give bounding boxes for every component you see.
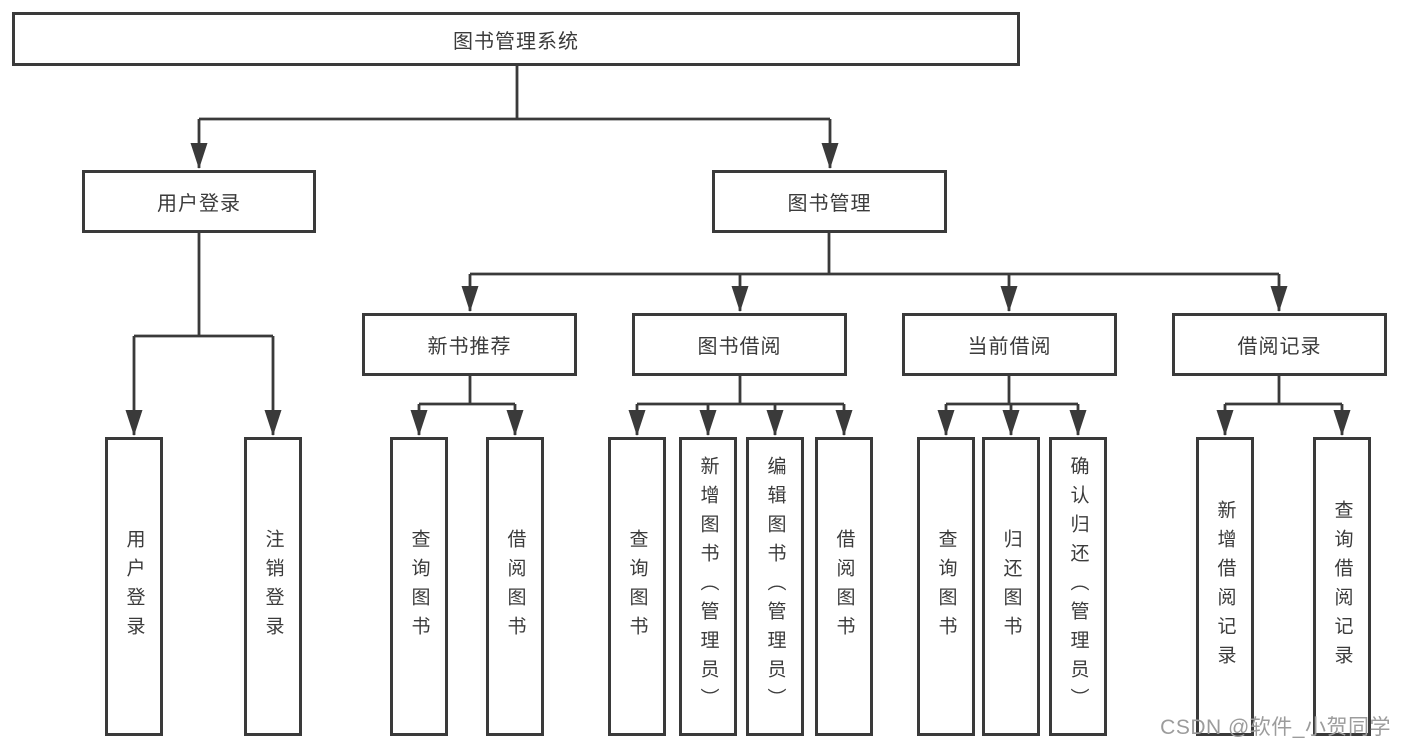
leaf-add-borrow-record: 新增借阅记录 [1196, 437, 1254, 736]
node-current-borrow: 当前借阅 [902, 313, 1117, 376]
node-label: 当前借阅 [967, 336, 1052, 358]
leaf-borrow-books: 借阅图书 [815, 437, 873, 736]
node-label: 图书管理 [787, 193, 872, 215]
node-label: 编辑图书（管理员） [764, 456, 786, 717]
node-label: 借阅记录 [1237, 336, 1322, 358]
leaf-query-borrow-record: 查询借阅记录 [1313, 437, 1371, 736]
node-label: 新书推荐 [427, 336, 512, 358]
connector-root-to-level2 [190, 66, 839, 169]
leaf-confirm-return-admin: 确认归还（管理员） [1049, 437, 1107, 736]
leaf-user-login: 用户登录 [105, 437, 163, 736]
connector-borrow-records-children [1216, 376, 1351, 436]
node-user-login: 用户登录 [82, 170, 316, 233]
leaf-recommend-borrow-books: 借阅图书 [486, 437, 544, 736]
connector-book-borrow-children [628, 376, 853, 436]
csdn-watermark: CSDN @软件_小贺同学 [1160, 716, 1391, 739]
node-label: 查询借阅记录 [1331, 499, 1353, 674]
connector-new-book-children [410, 376, 524, 436]
connector-book-management-children [461, 233, 1288, 312]
leaf-borrow-query-books: 查询图书 [608, 437, 666, 736]
node-label: 借阅图书 [504, 528, 526, 645]
connector-current-borrow-children [937, 376, 1087, 436]
connector-user-login-children [125, 233, 282, 436]
node-label: 借阅图书 [833, 528, 855, 645]
node-label: 图书借阅 [697, 336, 782, 358]
node-label: 新增借阅记录 [1214, 499, 1236, 674]
node-label: 用户登录 [157, 193, 241, 215]
node-label: 查询图书 [408, 528, 430, 645]
leaf-logout-login: 注销登录 [244, 437, 302, 736]
leaf-current-query-books: 查询图书 [917, 437, 975, 736]
node-label: 确认归还（管理员） [1067, 456, 1089, 717]
leaf-recommend-query-books: 查询图书 [390, 437, 448, 736]
leaf-return-books: 归还图书 [982, 437, 1040, 736]
node-borrow-records: 借阅记录 [1172, 313, 1387, 376]
node-new-book-recommend: 新书推荐 [362, 313, 577, 376]
node-library-management-system: 图书管理系统 [12, 12, 1020, 66]
leaf-edit-books-admin: 编辑图书（管理员） [746, 437, 804, 736]
node-label: 新增图书（管理员） [697, 456, 719, 717]
leaf-add-books-admin: 新增图书（管理员） [679, 437, 737, 736]
node-label: 图书管理系统 [453, 30, 579, 53]
node-book-management: 图书管理 [712, 170, 947, 233]
node-label: 归还图书 [1000, 528, 1022, 645]
node-label: 用户登录 [123, 528, 145, 645]
node-label: 注销登录 [262, 528, 284, 645]
node-label: 查询图书 [935, 528, 957, 645]
node-book-borrow: 图书借阅 [632, 313, 847, 376]
node-label: 查询图书 [626, 528, 648, 645]
